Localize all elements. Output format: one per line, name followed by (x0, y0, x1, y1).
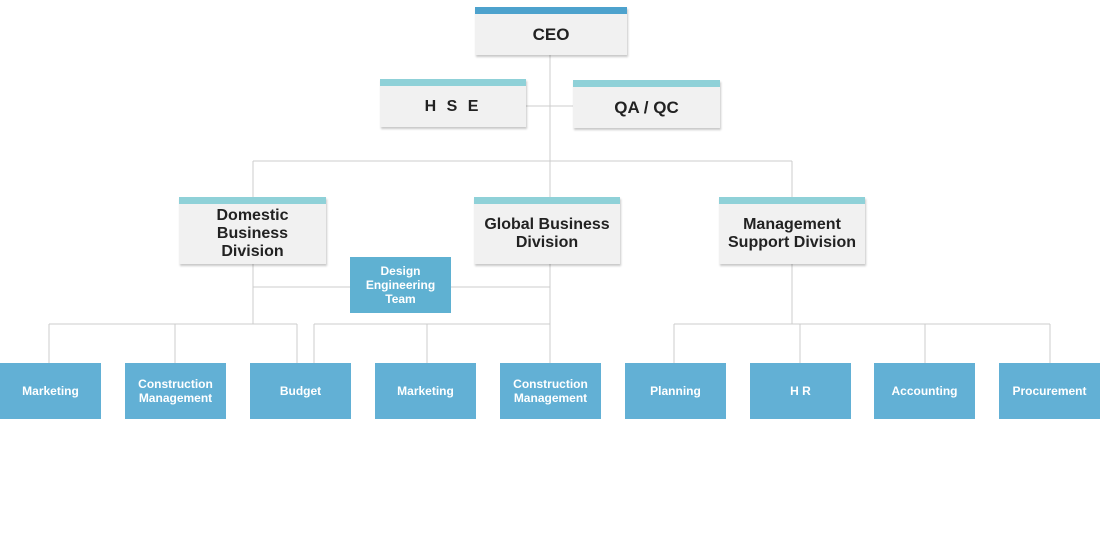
team-label: Procurement (1012, 384, 1087, 398)
global-division-label: Global Business Division (484, 216, 610, 251)
team-box-planning: Planning (625, 363, 726, 419)
team-box-domestic-budget: Budget (250, 363, 351, 419)
team-box-domestic-marketing: Marketing (0, 363, 101, 419)
design-engineering-team-box: Design Engineering Team (350, 257, 451, 313)
team-label: H R (790, 384, 811, 398)
team-label: Construction Management (138, 377, 213, 405)
ceo-label: CEO (532, 24, 570, 44)
team-label: Marketing (397, 384, 454, 398)
domestic-division-label: Domestic Business Division (216, 207, 289, 260)
team-box-procurement: Procurement (999, 363, 1100, 419)
management-division-label: Management Support Division (728, 216, 856, 251)
team-label: Construction Management (513, 377, 588, 405)
team-label: Planning (650, 384, 701, 398)
management-division-box: Management Support Division (719, 197, 865, 264)
team-label: Accounting (891, 384, 958, 398)
hse-label: H S E (424, 97, 482, 115)
team-box-accounting: Accounting (874, 363, 975, 419)
team-box-global-marketing: Marketing (375, 363, 476, 419)
team-box-global-construction-management: Construction Management (500, 363, 601, 419)
team-label: Marketing (22, 384, 79, 398)
hse-box: H S E (380, 79, 526, 127)
team-label: Budget (279, 384, 322, 398)
qa-qc-box: QA / QC (573, 80, 720, 128)
design-engineering-team-label: Design Engineering Team (365, 264, 436, 306)
domestic-division-box: Domestic Business Division (179, 197, 326, 264)
team-box-hr: H R (750, 363, 851, 419)
qa-qc-label: QA / QC (614, 97, 679, 117)
global-division-box: Global Business Division (474, 197, 620, 264)
ceo-box: CEO (475, 7, 627, 55)
team-box-domestic-construction-management: Construction Management (125, 363, 226, 419)
